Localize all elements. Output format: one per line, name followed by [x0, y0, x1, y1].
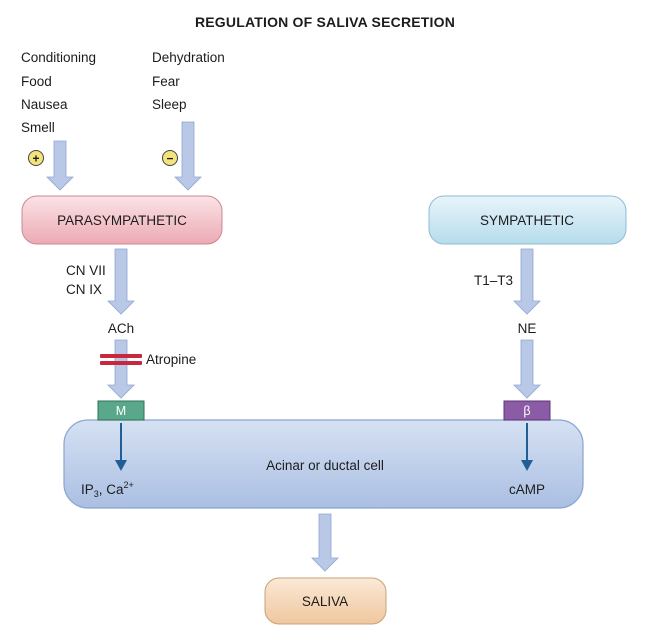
inhibitor-sleep: Sleep: [152, 97, 187, 112]
ne-label: NE: [518, 321, 537, 336]
camp-label: cAMP: [509, 482, 545, 497]
diagram-title: REGULATION OF SALIVA SECRETION: [195, 14, 455, 30]
ip3-ca-label: IP3, Ca2+: [81, 480, 134, 499]
inhibitor-arrow: [174, 121, 202, 191]
svg-text:+: +: [32, 152, 39, 166]
saliva-label: SALIVA: [302, 594, 348, 609]
stimulator-arrow: [46, 140, 74, 191]
saliva-box: SALIVA: [264, 577, 387, 625]
saliva-output-arrow: [311, 513, 339, 572]
svg-text:−: −: [166, 152, 173, 166]
nerve-t1-t3: T1–T3: [474, 273, 513, 288]
stimulator-conditioning: Conditioning: [21, 50, 96, 65]
parasympathetic-box: PARASYMPATHETIC: [21, 195, 223, 245]
stimulator-food: Food: [21, 74, 52, 89]
atropine-block-icon: [100, 354, 142, 365]
beta-receptor: β: [503, 400, 551, 421]
ip3-signal-arrow: [115, 423, 127, 471]
camp-signal-arrow: [521, 423, 533, 471]
atropine-label: Atropine: [146, 352, 196, 367]
m-receptor-label: M: [116, 404, 126, 418]
nerve-cn-vii: CN VII: [66, 263, 106, 278]
stimulator-smell: Smell: [21, 120, 55, 135]
m-receptor: M: [97, 400, 145, 421]
sympathetic-nerve-arrow: [513, 248, 541, 315]
parasympathetic-nerve-arrow: [107, 248, 135, 315]
ach-label: ACh: [108, 321, 134, 336]
ne-arrow: [513, 339, 541, 399]
sympathetic-label: SYMPATHETIC: [480, 213, 574, 228]
nerve-cn-ix: CN IX: [66, 282, 102, 297]
minus-symbol-icon: −: [162, 150, 178, 166]
parasympathetic-label: PARASYMPATHETIC: [57, 213, 187, 228]
beta-receptor-label: β: [523, 404, 530, 418]
acinar-ductal-cell: Acinar or ductal cell: [63, 419, 584, 509]
stimulator-nausea: Nausea: [21, 97, 68, 112]
plus-symbol-icon: +: [28, 150, 44, 166]
inhibitor-fear: Fear: [152, 74, 180, 89]
cell-label: Acinar or ductal cell: [266, 458, 384, 473]
sympathetic-box: SYMPATHETIC: [428, 195, 627, 245]
ach-arrow: [107, 339, 135, 399]
inhibitor-dehydration: Dehydration: [152, 50, 225, 65]
